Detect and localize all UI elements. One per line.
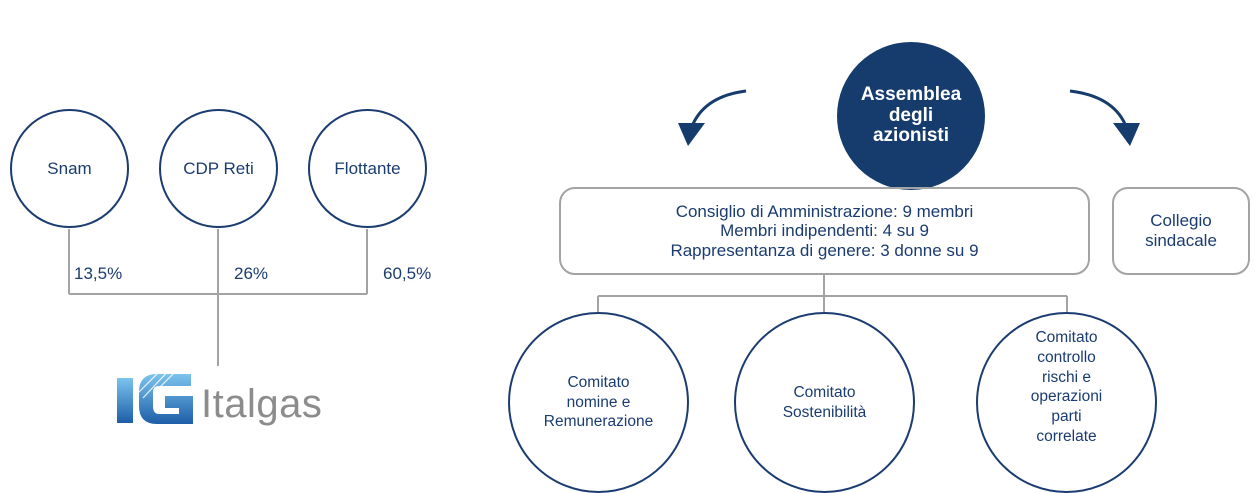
committee-line: Remunerazione — [543, 413, 654, 431]
auditors-line: sindacale — [1145, 231, 1217, 250]
board-line: Membri indipendenti: 4 su 9 — [720, 221, 929, 241]
assembly-line: degli — [888, 104, 934, 126]
arrow-to-auditors — [1069, 89, 1140, 146]
committee-line: nomine e — [566, 393, 631, 411]
share-percent-snam: 13,5% — [74, 264, 123, 283]
committee-line: Comitato — [1035, 329, 1098, 346]
arrow-to-board — [678, 89, 747, 146]
committee-line: correlate — [1036, 428, 1097, 446]
shareholder-name: CDP Reti — [183, 158, 254, 178]
assembly-circle: Assemblea degli azionisti — [837, 42, 985, 190]
board-line: Rappresentanza di genere: 3 donne su 9 — [670, 240, 979, 260]
committee-line: operazioni — [1030, 388, 1103, 406]
statutory-auditors-box: Collegio sindacale — [1112, 187, 1250, 275]
shareholder-circle-cdp-reti: CDP Reti — [159, 109, 278, 228]
shareholder-name: Flottante — [334, 158, 401, 178]
assembly-line: azionisti — [872, 125, 949, 147]
committee-line: Comitato — [567, 373, 630, 391]
committee-line: rischi e — [1041, 368, 1092, 386]
shareholder-circle-snam: Snam — [10, 109, 129, 228]
committee-sostenibilita: Comitato Sostenibilità — [734, 312, 915, 493]
board-line: Consiglio di Amministrazione: 9 membri — [675, 201, 974, 221]
committee-line: parti — [1051, 408, 1082, 426]
italgas-wordmark: Italgas — [201, 382, 323, 426]
share-percent-flottante: 60,5% — [383, 264, 432, 283]
committee-line: Comitato — [793, 383, 856, 401]
committee-line: Sostenibilità — [782, 403, 867, 421]
committee-nomine-remunerazione: Comitato nomine e Remunerazione — [508, 312, 689, 493]
auditors-line: Collegio — [1150, 211, 1212, 231]
committee-controllo-rischi: Comitato controllo rischi e operazioni p… — [976, 312, 1157, 493]
assembly-line: Assemblea — [860, 84, 962, 106]
committee-line: controllo — [1037, 348, 1096, 366]
italgas-logo — [117, 368, 193, 424]
board-box: Consiglio di Amministrazione: 9 membri M… — [559, 187, 1090, 275]
shareholder-name: Snam — [47, 158, 92, 178]
connector-lines — [68, 89, 1140, 366]
shareholder-circle-flottante: Flottante — [308, 109, 427, 228]
share-percent-cdp-reti: 26% — [234, 264, 269, 283]
